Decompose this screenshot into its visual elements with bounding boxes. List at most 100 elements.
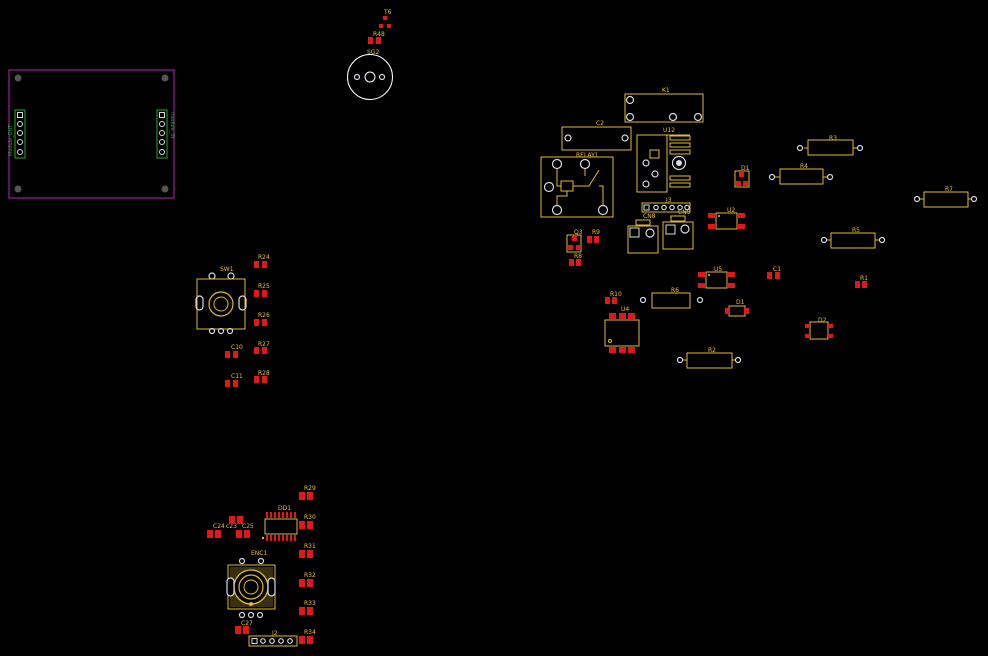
capacitor-c23: c23 [226,516,243,530]
resistor-r31: R31 [299,543,316,558]
resistor-r4: R4 [768,163,834,185]
cn8-label: CN8 [643,213,656,220]
resistor-r29: R29 [299,485,316,500]
resistor-r3: R3 [796,135,864,156]
resistor-r6: R6 [639,287,704,309]
capacitor-c27: C27 [235,620,253,634]
resistor-r25: R25 [254,283,270,297]
q3-label: Q3 [574,229,583,236]
u2-label: U2 [727,207,735,214]
relay-relay1: RELAY1 [540,152,614,218]
ic-u2: U2 [708,207,745,230]
r31-label: R31 [304,543,316,550]
r24-label: R24 [258,254,270,261]
diode-d1-top: D1 [734,165,750,188]
enc1-label: ENC1 [251,550,267,557]
resistor-r27: R27 [254,341,270,354]
r2-label: R2 [708,347,716,354]
sg2-label: SG2 [367,49,379,56]
resistor-r33: R33 [299,600,316,615]
c25-label: C25 [242,523,254,530]
capacitor-c1: C1 [767,266,781,279]
resistor-r5: R5 [820,227,886,249]
component-t6: T6 [379,9,392,28]
module-left-label: Module_OUT [8,124,14,156]
r5-label: R5 [852,227,860,234]
ic-u4: U4 [604,306,640,353]
capacitor-c2: C2 [561,120,632,151]
resistor-r10: R10 [605,291,622,304]
r28-label: R28 [258,370,270,377]
connector-j3: J3 [641,197,691,213]
relay1-label: RELAY1 [576,152,599,159]
capacitor-c24: C24 [207,523,225,538]
d1a-label: D1 [741,165,750,172]
resistor-r30: R30 [299,514,316,529]
capacitor-c25: C25 [236,523,254,538]
diode-d1-lower: D1 [725,299,749,317]
t6-label: T6 [383,9,392,16]
j2-label: J2 [271,630,278,637]
r26-label: R26 [258,312,270,319]
r8-label: R8 [574,253,582,260]
connector-cn8: CN8 [627,213,659,254]
resistor-r34: R34 [299,629,316,644]
c24-label: C24 [213,523,225,530]
r27-label: R27 [258,341,270,348]
k1-label: K1 [662,87,670,94]
c1-label: C1 [773,266,781,273]
cn9-label: CN9 [678,209,691,216]
u12-label: U12 [663,127,675,134]
r4-label: R4 [800,163,808,170]
module-right-label: module_IN [169,112,175,139]
r29-label: R29 [304,485,316,492]
r30-label: R30 [304,514,316,521]
d2-label: D2 [818,317,827,324]
sw1-label: SW1 [220,266,234,273]
resistor-r7: R7 [913,186,978,208]
connector-cn9: CN9 [662,209,694,250]
r9-label: R9 [592,229,600,236]
r32-label: R32 [304,572,316,579]
switch-sw1: SW1 [195,266,247,335]
resistor-r8: R8 [569,253,582,266]
d1b-label: D1 [736,299,745,306]
resistor-r1: R1 [855,275,868,288]
r3-label: R3 [829,135,837,142]
u4-label: U4 [621,306,629,313]
r1-label: R1 [860,275,868,282]
dd1-label: DD1 [278,505,291,512]
r48-label: R48 [373,31,385,38]
r34-label: R34 [304,629,316,636]
resistor-r9: R9 [587,229,600,243]
diode-d2: D2 [805,317,833,340]
relay-k1: K1 [624,87,704,123]
resistor-r24: R24 [254,254,270,268]
c11-label: C11 [231,373,243,380]
transistor-q3: Q3 [566,229,583,253]
resistor-r48: R48 [368,31,385,44]
c23-label: c23 [226,523,237,530]
resistor-r28: R28 [254,370,270,383]
module-board: Module_OUT module_IN [8,69,175,199]
r7-label: R7 [945,186,953,193]
capacitor-c10: C10 [225,344,243,358]
resistor-r32: R32 [299,572,316,587]
buzzer-sg2: SG2 [347,49,393,100]
r25-label: R25 [258,283,270,290]
u5-label: U5 [714,266,722,273]
ic-dd1: DD1 [261,505,298,541]
r10-label: R10 [610,291,622,298]
r33-label: R33 [304,600,316,607]
resistor-r2: R2 [676,347,742,369]
capacitor-c11: C11 [225,373,243,387]
encoder-enc1: ENC1 [226,550,276,619]
resistor-r26: R26 [254,312,270,326]
regulator-u12: U12 [636,127,691,193]
r6-label: R6 [671,287,679,294]
j3-label: J3 [665,197,672,204]
c2-label: C2 [596,120,604,127]
c10-label: C10 [231,344,243,351]
c27-label: C27 [241,620,253,627]
